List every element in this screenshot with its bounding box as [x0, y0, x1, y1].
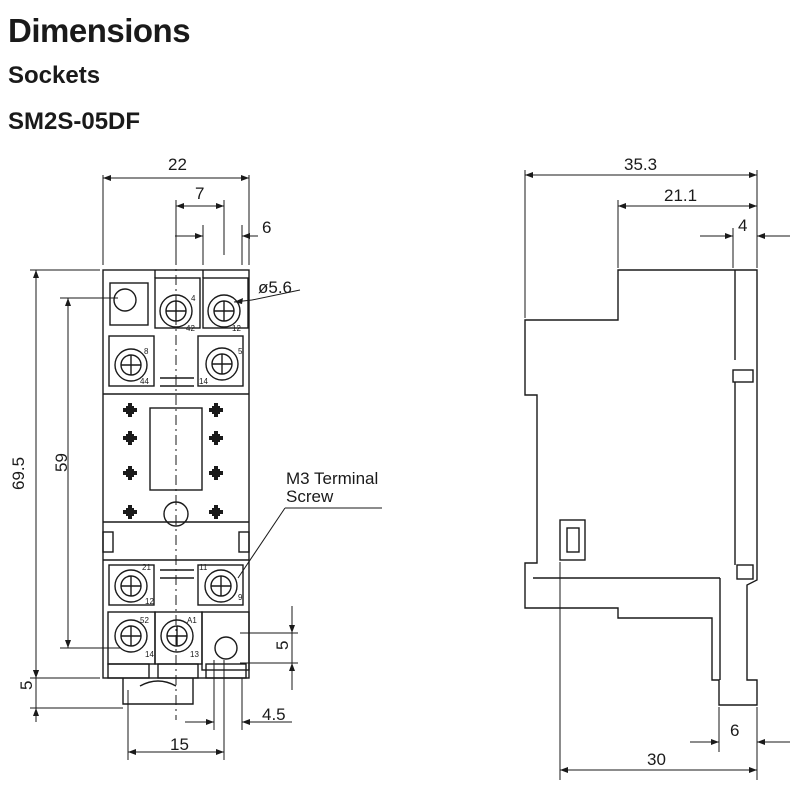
dim-bottom-right: 6 [730, 721, 739, 740]
dim-depth-upper: 21.1 [664, 186, 697, 205]
terminal-label: 9 [238, 593, 243, 602]
pin-icon [209, 431, 223, 445]
terminal-label: 8 [144, 347, 149, 356]
terminal-label: 14 [145, 650, 154, 659]
dim-hole-vertical: 5 [273, 641, 292, 650]
screw-icon [207, 294, 241, 328]
dim-depth-total: 35.3 [624, 155, 657, 174]
terminal-label: 11 [199, 563, 208, 572]
screw-icon [114, 619, 148, 653]
category-subtitle: Sockets [8, 62, 101, 89]
terminal-label: 42 [186, 324, 195, 333]
dim-height-total: 69.5 [9, 457, 28, 490]
callout-line-2: Screw [286, 487, 334, 506]
screw-icon [114, 348, 148, 382]
terminal-label: 14 [199, 377, 208, 386]
dim-top-right: 4 [738, 216, 747, 235]
screw-icon [205, 347, 239, 381]
pin-icon [123, 466, 137, 480]
terminal-label: 13 [190, 650, 199, 659]
side-view-arrows [525, 172, 765, 773]
callout-line-1: M3 Terminal [286, 469, 378, 488]
screw-icon [160, 619, 194, 653]
screw-icon [204, 569, 238, 603]
screw-icon [159, 294, 193, 328]
pin-icon [209, 403, 223, 417]
terminal-label: 52 [140, 616, 149, 625]
side-view-body [524, 269, 758, 706]
terminal-screws [114, 294, 241, 653]
terminal-labels: 4 12 8 5 42 44 14 21 11 12 9 52 A1 14 13 [140, 294, 243, 659]
model-number: SM2S-05DF [8, 108, 141, 135]
dim-hole-offset: 4.5 [262, 705, 286, 724]
front-view-body [102, 255, 250, 720]
pin-icon [209, 505, 223, 519]
pin-icon [123, 431, 137, 445]
pin-icon [123, 403, 137, 417]
dim-offset-top: 6 [262, 218, 271, 237]
terminal-label: 4 [191, 294, 196, 303]
terminal-label: 12 [145, 597, 154, 606]
terminal-label: 5 [238, 347, 243, 356]
pin-icon [123, 505, 137, 519]
side-view-dimension-lines [524, 170, 790, 780]
terminal-label: 21 [142, 563, 151, 572]
terminal-label: 44 [140, 377, 149, 386]
terminal-label: 12 [232, 324, 241, 333]
dim-pitch: 7 [195, 184, 204, 203]
dim-width: 22 [168, 155, 187, 174]
socket-pins [123, 403, 223, 519]
dim-bottom-pitch: 15 [170, 735, 189, 754]
screw-icon [114, 569, 148, 603]
dim-bottom: 5 [17, 681, 36, 690]
dim-height-inner: 59 [52, 453, 71, 472]
page-title: Dimensions [8, 12, 191, 49]
pin-icon [209, 466, 223, 480]
dim-hole-diameter: ø5.6 [258, 278, 292, 297]
terminal-label: A1 [187, 616, 197, 625]
dim-depth-lower: 30 [647, 750, 666, 769]
front-view-arrows [33, 175, 295, 755]
